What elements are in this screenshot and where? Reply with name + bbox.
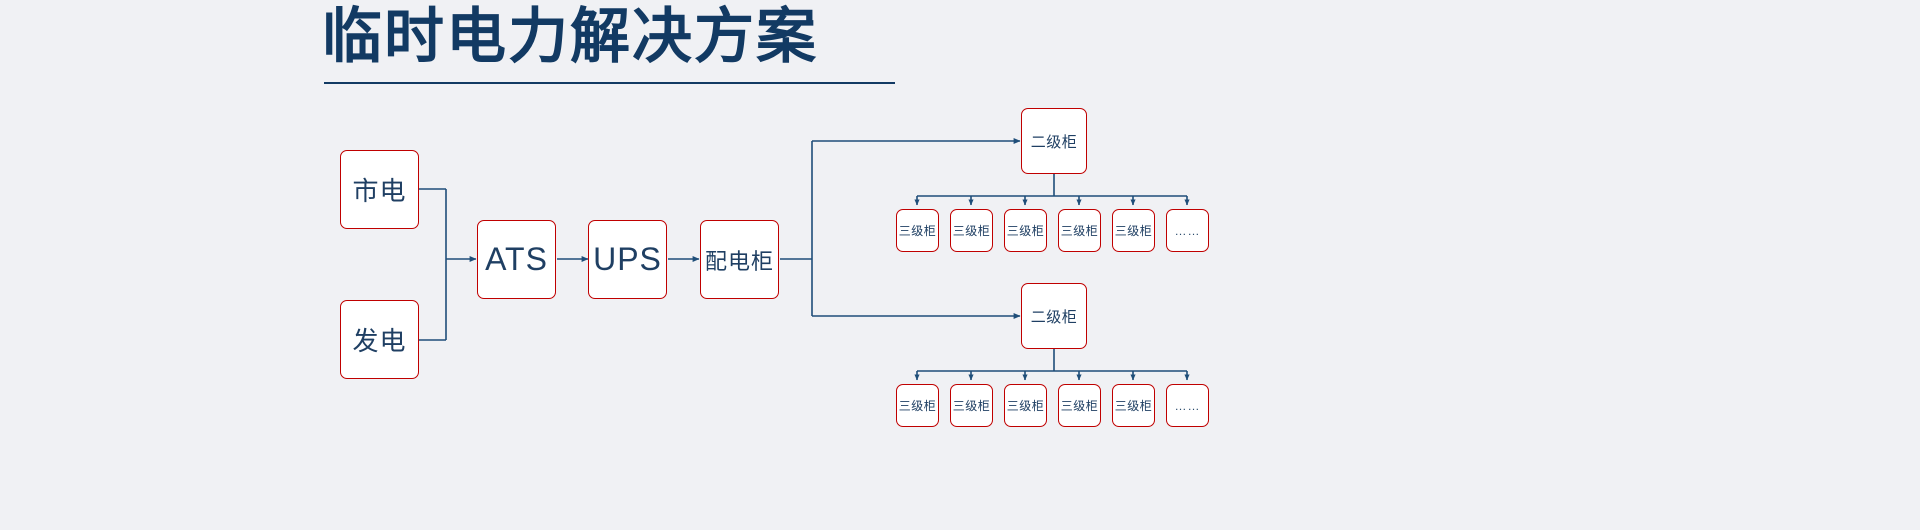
node-label: 市电 (352, 176, 407, 206)
node-label: 三级柜 (898, 224, 937, 238)
node-generator[interactable]: 发电 (340, 300, 419, 379)
node-tertiary-cabinet-2-5[interactable]: 三级柜 (1112, 384, 1155, 427)
node-secondary-cabinet-2[interactable]: 二级柜 (1021, 283, 1087, 349)
node-tertiary-cabinet-1-3[interactable]: 三级柜 (1004, 209, 1047, 252)
node-label: 三级柜 (952, 224, 991, 238)
node-label: 配电柜 (704, 248, 774, 274)
node-label: …… (1174, 223, 1201, 238)
node-tertiary-more-1[interactable]: …… (1166, 209, 1209, 252)
node-label: 发电 (352, 326, 407, 356)
node-tertiary-cabinet-2-2[interactable]: 三级柜 (950, 384, 993, 427)
node-label: 三级柜 (952, 399, 991, 413)
node-label: 二级柜 (1030, 308, 1078, 326)
node-label: UPS (593, 241, 662, 277)
node-distribution-cabinet[interactable]: 配电柜 (700, 220, 779, 299)
node-ats[interactable]: ATS (477, 220, 556, 299)
node-label: ATS (485, 241, 548, 277)
node-label: 三级柜 (1060, 224, 1099, 238)
node-tertiary-cabinet-1-2[interactable]: 三级柜 (950, 209, 993, 252)
node-tertiary-more-2[interactable]: …… (1166, 384, 1209, 427)
node-label: …… (1174, 398, 1201, 413)
node-ups[interactable]: UPS (588, 220, 667, 299)
node-label: 三级柜 (1114, 224, 1153, 238)
node-tertiary-cabinet-1-4[interactable]: 三级柜 (1058, 209, 1101, 252)
node-label: 二级柜 (1030, 133, 1078, 151)
node-secondary-cabinet-1[interactable]: 二级柜 (1021, 108, 1087, 174)
node-label: 三级柜 (1006, 224, 1045, 238)
node-utility-power[interactable]: 市电 (340, 150, 419, 229)
node-label: 三级柜 (898, 399, 937, 413)
title-underline-rule (324, 82, 895, 84)
node-tertiary-cabinet-2-1[interactable]: 三级柜 (896, 384, 939, 427)
node-tertiary-cabinet-1-1[interactable]: 三级柜 (896, 209, 939, 252)
node-tertiary-cabinet-1-5[interactable]: 三级柜 (1112, 209, 1155, 252)
page-title: 临时电力解决方案 (322, 2, 818, 72)
page-title-block: 临时电力解决方案 (322, 0, 818, 76)
node-tertiary-cabinet-2-4[interactable]: 三级柜 (1058, 384, 1101, 427)
node-tertiary-cabinet-2-3[interactable]: 三级柜 (1004, 384, 1047, 427)
node-label: 三级柜 (1006, 399, 1045, 413)
node-label: 三级柜 (1060, 399, 1099, 413)
node-label: 三级柜 (1114, 399, 1153, 413)
